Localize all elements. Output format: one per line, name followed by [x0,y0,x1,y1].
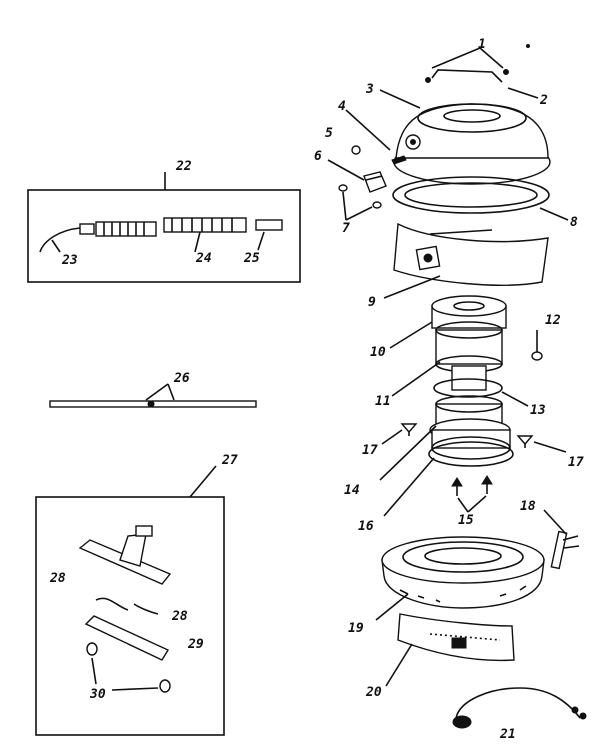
callout-25: 25 [243,251,260,266]
band-part [393,222,549,286]
motor-part [431,295,507,391]
stud-part [451,475,493,496]
callout-27: 27 [221,453,238,468]
latch-part [550,530,580,570]
screw-part [531,330,543,361]
callout-18: 18 [520,499,536,514]
hose-box [27,172,301,283]
callout-29: 29 [187,637,204,652]
callout-3: 3 [365,82,374,97]
callout-12: 12 [545,313,561,328]
ring-part [433,378,503,398]
callout-13: 13 [530,403,546,418]
callout-8: 8 [570,215,578,230]
switch-parts [338,145,407,209]
callout-14: 14 [344,483,360,498]
impeller-part [428,395,514,467]
callout-15: 15 [458,513,474,528]
callout-2: 2 [539,93,548,108]
callout-7: 7 [342,221,350,236]
screw-17-left [400,423,418,436]
callout-26: 26 [173,371,190,386]
callout-9: 9 [368,295,376,310]
motor-cover-part [393,103,551,185]
tank-base-part [381,536,545,609]
callout-1: 1 [478,37,486,52]
callout-22: 22 [175,159,192,174]
callout-30: 30 [89,687,106,702]
callout-4: 4 [338,99,346,114]
wand-part [49,383,257,408]
callout-5: 5 [325,126,333,141]
callout-28b: 28 [171,609,188,624]
callout-28a: 28 [49,571,66,586]
callout-6: 6 [314,149,322,164]
callout-20: 20 [365,685,382,700]
callout-17b: 17 [568,455,584,470]
callout-23: 23 [61,253,78,268]
callout-17a: 17 [362,443,378,458]
callout-10: 10 [370,345,386,360]
callout-24: 24 [195,251,212,266]
callout-16: 16 [358,519,374,534]
gasket-part [392,176,550,214]
handle-part [425,44,530,83]
callout-11: 11 [375,394,391,409]
floor-tool-box [35,465,225,736]
callout-19: 19 [348,621,364,636]
screw-17-right [516,435,534,448]
callout-21: 21 [499,727,516,742]
power-cord-part [452,687,587,729]
filter-band-part [397,613,515,662]
